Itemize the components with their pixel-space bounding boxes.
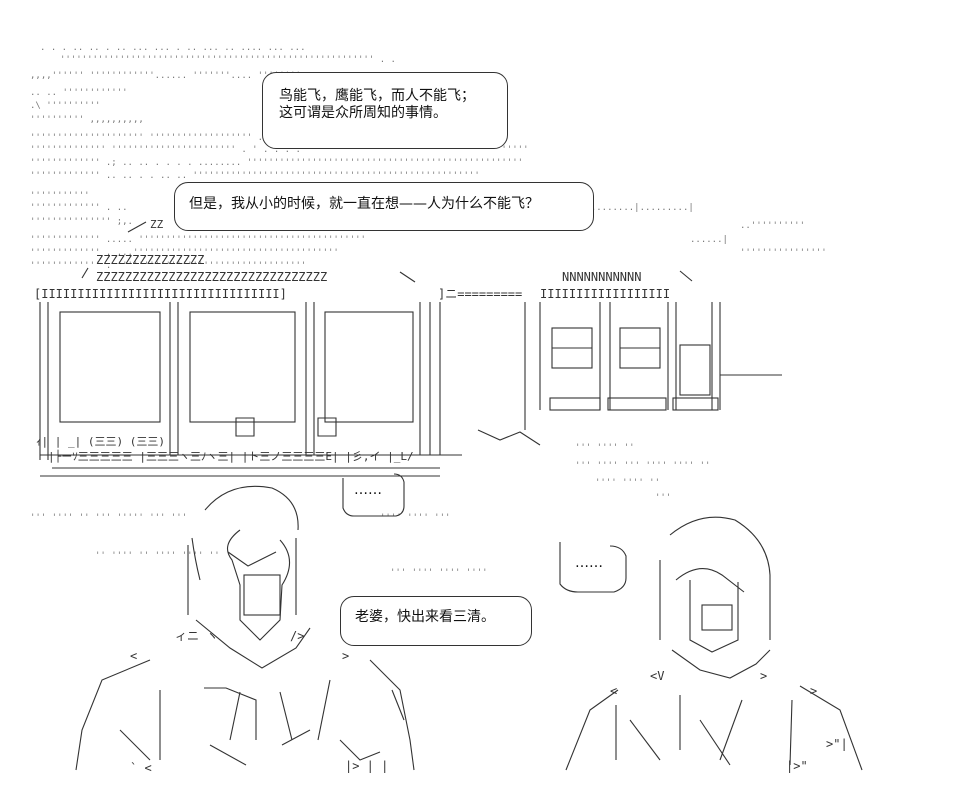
svg-text:>: > (810, 684, 817, 698)
svg-text:[IIIIIIIIIIIIIIIIIIIIIIIIIIIII: [IIIIIIIIIIIIIIIIIIIIIIIIIIIIIIIII] (34, 287, 287, 301)
svg-text:'''' '''' ''': '''' '''' ''' (380, 513, 450, 523)
svg-text:.. .. '''''''''''': .. .. '''''''''''' (30, 88, 128, 98)
silence-center: …… (354, 482, 382, 498)
svg-text:'''''''''''''''': '''''''''''''''' (740, 248, 827, 258)
speech-bubble-intro: 鸟能飞，鹰能飞，而人不能飞； 这可谓是众所周知的事情。 (262, 72, 508, 149)
speech-bubble-childhood: 但是，我从小的时候，就一直在想——人为什么不能飞？ (174, 182, 594, 231)
svg-text:''''''''''''' . ..: ''''''''''''' . .. (30, 203, 128, 213)
svg-text:ZZZZZZZZZZZZZZZZZZZZZZZZZZZZZZ: ZZZZZZZZZZZZZZZZZZZZZZZZZZZZZZZZ (96, 270, 327, 284)
svg-text:''''''''''''''' ;,.: ''''''''''''''' ;,. (30, 217, 133, 227)
svg-text:......|: ......| (690, 235, 728, 245)
svg-text:.\ '''''''''': .\ '''''''''' (30, 101, 100, 111)
svg-text:` <: ` < (130, 761, 152, 775)
svg-text:ィニ ヽ: ィニ ヽ (175, 629, 218, 643)
speech-bubble-wife-call: 老婆，快出来看三清。 (340, 596, 532, 646)
svg-text:'''''''''''''' '''''''''''': '''''''''''''' ''''''''''''''''''''''' .… (30, 145, 529, 155)
childhood-text: 但是，我从小的时候，就一直在想——人为什么不能飞？ (189, 196, 539, 212)
temple-facade: |├ーｿ三三三三三 |三三三ヽ三ﾉヽ三| |ト三ノ三三三三E| |彡,イ |_L… (36, 302, 782, 477)
svg-text:''' '''' ''' '''' '': ''' '''' ''' '''' '''' '' (575, 461, 710, 471)
svg-text:''''''''''''' .; .. ..: ''''''''''''' .; .. .. . . . . ........ … (30, 158, 523, 168)
svg-text:>"|: >"| (826, 737, 848, 751)
center-man: < ィニ ヽ /> > ` < |> | | (75, 485, 415, 775)
intro-line-1: 鸟能飞，鹰能飞，而人不能飞； (279, 88, 475, 104)
svg-text:''' '''' '''' '''': ''' '''' '''' '''' (390, 568, 488, 578)
svg-text:''''''''''''''''''''' '''''': ''''''''''''''''''''' ''''''''''''''''''… (30, 133, 420, 143)
svg-text:ｨ| | _| (三三): ｨ| | _| (三三) (三三) (36, 435, 165, 448)
svg-text:,,,,'''''' ''''''''''''.: ,,,,'''''' ''''''''''''...... '''''''...… (30, 71, 409, 81)
wife-call-text: 老婆，快出来看三清。 (355, 609, 495, 625)
right-man: < <V > > >"| |>" (565, 516, 863, 773)
svg-text:''''''''''''' .: ''''''''''''' . ''''''''''''''''''''''''… (30, 261, 306, 271)
svg-text:'''' '''' '': '''' '''' '' (595, 478, 660, 488)
silence-right: …… (575, 555, 603, 571)
svg-text:..........|.........|: ..........|.........| (580, 203, 694, 213)
svg-text:|├ーｿ三三三三三 |三三三ヽ三ﾉヽ三| |ト三ノ三三三三: |├ーｿ三三三三三 |三三三ヽ三ﾉヽ三| |ト三ノ三三三三E| |彡,イ |_L… (48, 449, 414, 463)
svg-text:<V: <V (650, 669, 664, 683)
temple-roof: ZZZZZZZZZZZZZZZ ZZZZZZZZZZZZZZZZZZZZZZZZ… (34, 218, 693, 301)
svg-text:'''''''''''''''''''''''''''''': ''''''''''''''''''''''''''''''''''''''''… (60, 55, 396, 65)
svg-text:<: < (130, 649, 137, 663)
svg-text:>: > (342, 649, 349, 663)
svg-text:''': ''' (655, 493, 671, 503)
svg-text:''' '''' '': ''' '''' '' (575, 443, 635, 453)
svg-text:''' '''' '' ''' ''''': ''' '''' '' ''' ''''' ''' ''' (30, 513, 187, 523)
svg-text:'''''''''' ,,,,,,,,,,: '''''''''' ,,,,,,,,,, (30, 115, 144, 125)
svg-text:''''''''''''' .. .. . .: ''''''''''''' .. .. . . .. .. ''''''''''… (30, 171, 480, 181)
svg-text:..'''''''''': ..'''''''''' (740, 221, 805, 231)
svg-text:. . . .. ..: . . . .. .. . .. ... ... . .. ... .. ...… (40, 43, 306, 53)
svg-text:NNNNNNNNNNN: NNNNNNNNNNN (562, 270, 641, 284)
svg-text:]ニ=========: ]ニ========= (438, 287, 522, 301)
svg-text:|> | |: |> | | (345, 759, 388, 773)
svg-text:IIIIIIIIIIIIIIIIII: IIIIIIIIIIIIIIIIII (540, 287, 670, 301)
svg-text:''''''''''''' .....: ''''''''''''' ..... ''''''''''''''''''''… (30, 235, 366, 245)
svg-text:ZZZZZZZZZZZZZZZ: ZZZZZZZZZZZZZZZ (96, 253, 204, 267)
svg-text:>: > (760, 669, 767, 683)
svg-text:ZZ: ZZ (150, 218, 164, 231)
intro-line-2: 这可谓是众所周知的事情。 (279, 105, 447, 121)
svg-text:/>: /> (290, 629, 304, 643)
silence-bubble-outlines (342, 473, 627, 593)
svg-text:''''''''''': ''''''''''' (30, 191, 90, 201)
ground-texture: ''' '''' '' ''' ''''' ''' ''' '' '''' ''… (30, 443, 710, 578)
svg-text:''''''''''''' .: ''''''''''''' . ...'''''''''''''''''''''… (30, 248, 339, 258)
sky-clouds: . . . .. .. . .. ... ... . .. ... .. ...… (30, 43, 827, 271)
svg-text:|>": |>" (786, 759, 808, 773)
svg-text:<: < (610, 684, 617, 698)
svg-text:'' '''' '': '' '''' '' '''' '''' '' (95, 551, 220, 561)
